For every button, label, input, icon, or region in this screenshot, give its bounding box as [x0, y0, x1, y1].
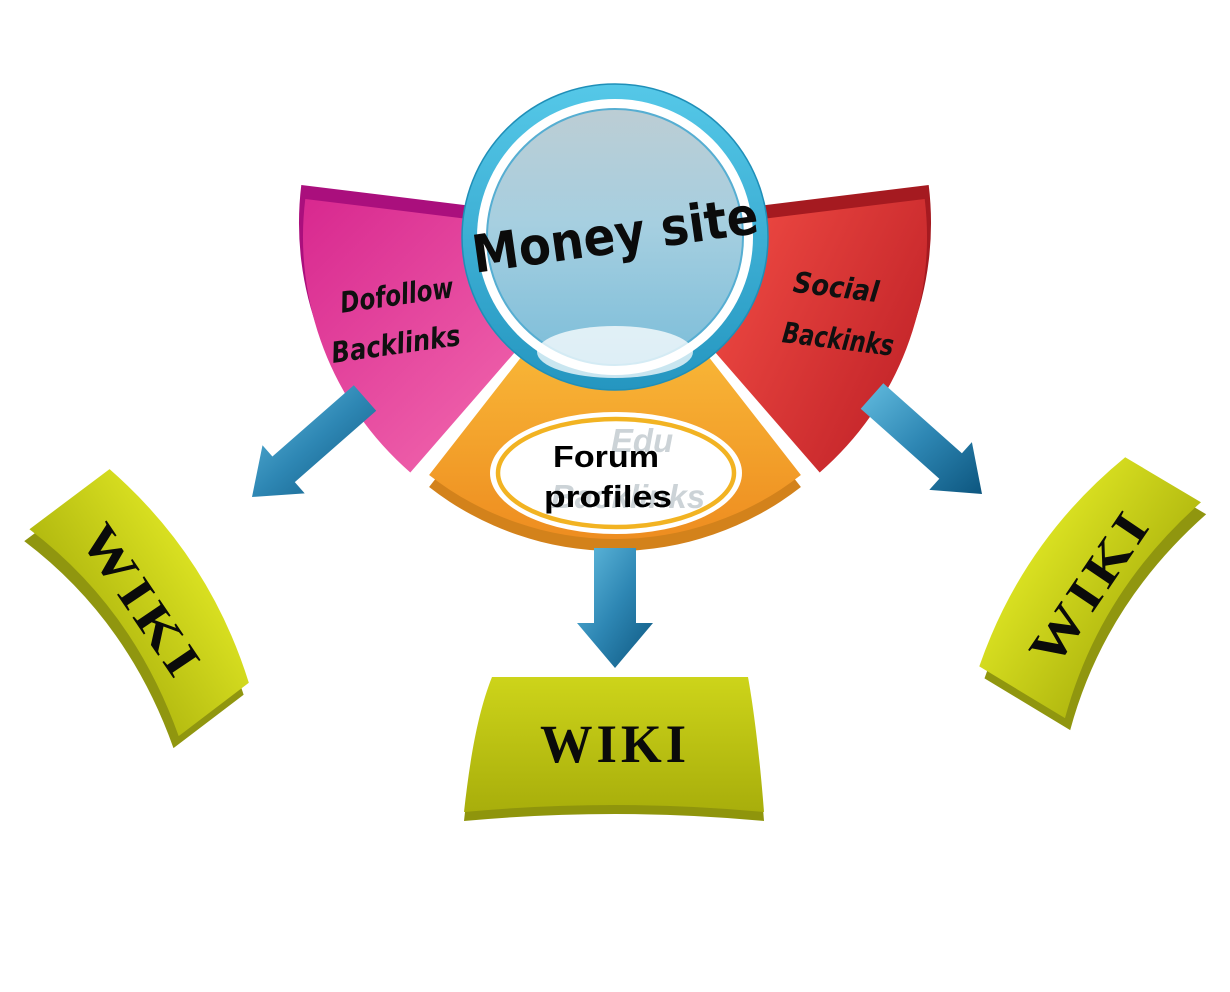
edu-ghost-line1: Edu [611, 422, 673, 459]
circle-bottom-highlight [537, 326, 693, 378]
wiki-banner-left: WIKI [24, 469, 249, 749]
forum-label-line2: profiles [544, 479, 672, 514]
edu-ghost-line2: Backlinks [551, 478, 705, 515]
wiki-banner-right: WIKI [979, 457, 1207, 731]
wiki-banner-left-face [29, 469, 249, 737]
wiki-banner-center: WIKI [464, 677, 764, 821]
forum-label-line1: Forum [553, 439, 659, 474]
connector-arrow-right [860, 383, 982, 494]
connector-arrow-down [577, 548, 653, 668]
money-site-circle: Money site [461, 83, 769, 391]
wiki-label-center: WIKI [540, 714, 690, 774]
wiki-banner-center-face [464, 677, 764, 812]
wiki-banner-right-face [979, 457, 1201, 719]
forum-ellipse [495, 416, 737, 530]
forum-profiles-badge: Edu Backlinks Forum profiles [490, 412, 742, 534]
connector-arrow-left [252, 385, 377, 497]
